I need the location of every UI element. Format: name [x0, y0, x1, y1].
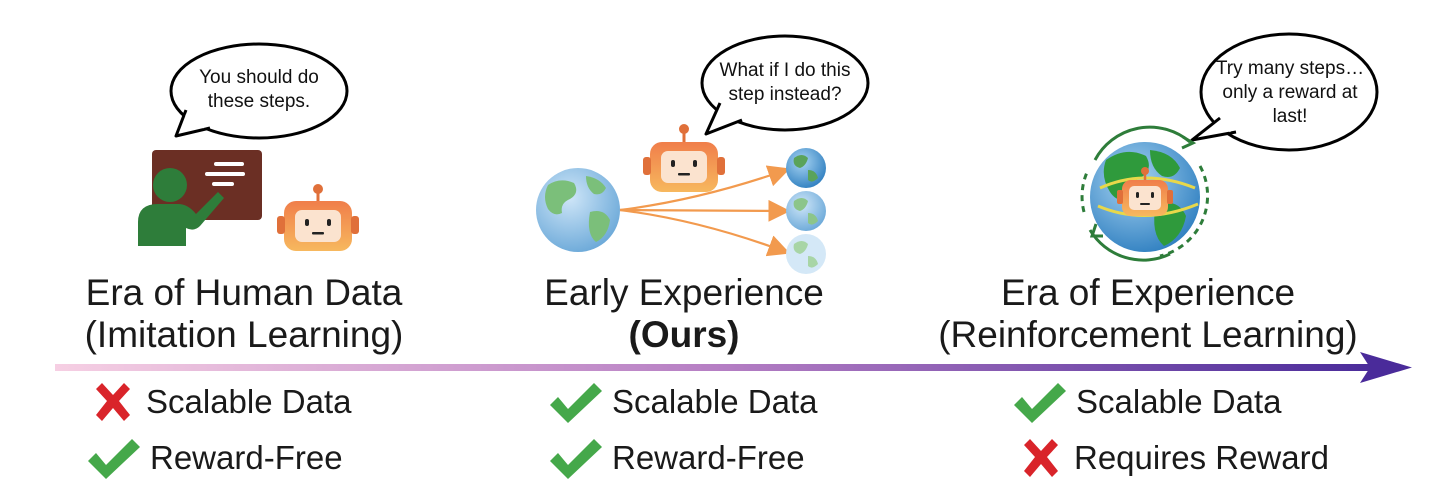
bubble-line: these steps.	[207, 91, 311, 112]
check-icon	[88, 439, 140, 479]
criterion-rl-2: Requires Reward	[1018, 433, 1329, 483]
globe-icon-small-2	[786, 191, 826, 231]
era-title-line1: Early Experience	[544, 272, 824, 313]
criterion-label: Scalable Data	[612, 383, 818, 420]
bubble-line: step instead?	[728, 84, 842, 105]
criterion-early-2: Reward-Free	[548, 433, 805, 483]
timeline-arrow	[55, 352, 1412, 383]
era-title-rl: Era of Experience (Reinforcement Learnin…	[918, 272, 1378, 356]
teacher-icon	[138, 150, 262, 246]
robot-icon-rl	[1117, 167, 1173, 216]
criterion-rl-1: Scalable Data	[1012, 377, 1281, 427]
bubble-line: Try many steps…	[1215, 58, 1365, 79]
era-title-line2: (Ours)	[628, 314, 740, 355]
era-title-line1: Era of Experience	[1000, 272, 1296, 313]
globe-icon-large	[536, 168, 620, 252]
globe-icon-small-1	[786, 148, 826, 188]
robot-icon-human	[277, 184, 359, 251]
speech-bubble-early	[700, 34, 870, 136]
cross-icon	[96, 383, 130, 421]
check-icon	[550, 439, 602, 479]
branch-arrows	[619, 165, 791, 257]
criterion-label: Scalable Data	[1076, 383, 1282, 420]
bubble-line: You should do	[199, 67, 319, 88]
criterion-label: Reward-Free	[612, 439, 805, 476]
criterion-label: Scalable Data	[146, 383, 352, 420]
bubble-line: What if I do this	[719, 60, 851, 81]
check-icon	[1014, 383, 1066, 423]
criterion-label: Requires Reward	[1074, 439, 1329, 476]
cross-icon	[1024, 439, 1058, 477]
bubble-text-rl: Try many steps… only a reward at last!	[1208, 57, 1372, 129]
era-title-early: Early Experience (Ours)	[484, 272, 884, 356]
speech-bubble-human	[169, 42, 349, 140]
era-title-line2: (Imitation Learning)	[84, 314, 404, 355]
era-title-line1: Era of Human Data	[85, 272, 403, 313]
criterion-early-1: Scalable Data	[548, 377, 817, 427]
bubble-text-human: You should do these steps.	[178, 66, 340, 114]
criterion-label: Reward-Free	[150, 439, 343, 476]
criterion-human-2: Reward-Free	[86, 433, 343, 483]
era-title-line2: (Reinforcement Learning)	[938, 314, 1358, 355]
check-icon	[550, 383, 602, 423]
criterion-human-1: Scalable Data	[90, 377, 351, 427]
era-title-human: Era of Human Data (Imitation Learning)	[44, 272, 444, 356]
globe-icon-small-3	[786, 234, 826, 274]
bubble-text-early: What if I do this step instead?	[703, 59, 867, 107]
bubble-line: last!	[1272, 106, 1308, 127]
bubble-line: only a reward at	[1222, 82, 1358, 103]
robot-icon-early	[643, 124, 725, 192]
speech-bubble-rl	[1190, 32, 1379, 152]
